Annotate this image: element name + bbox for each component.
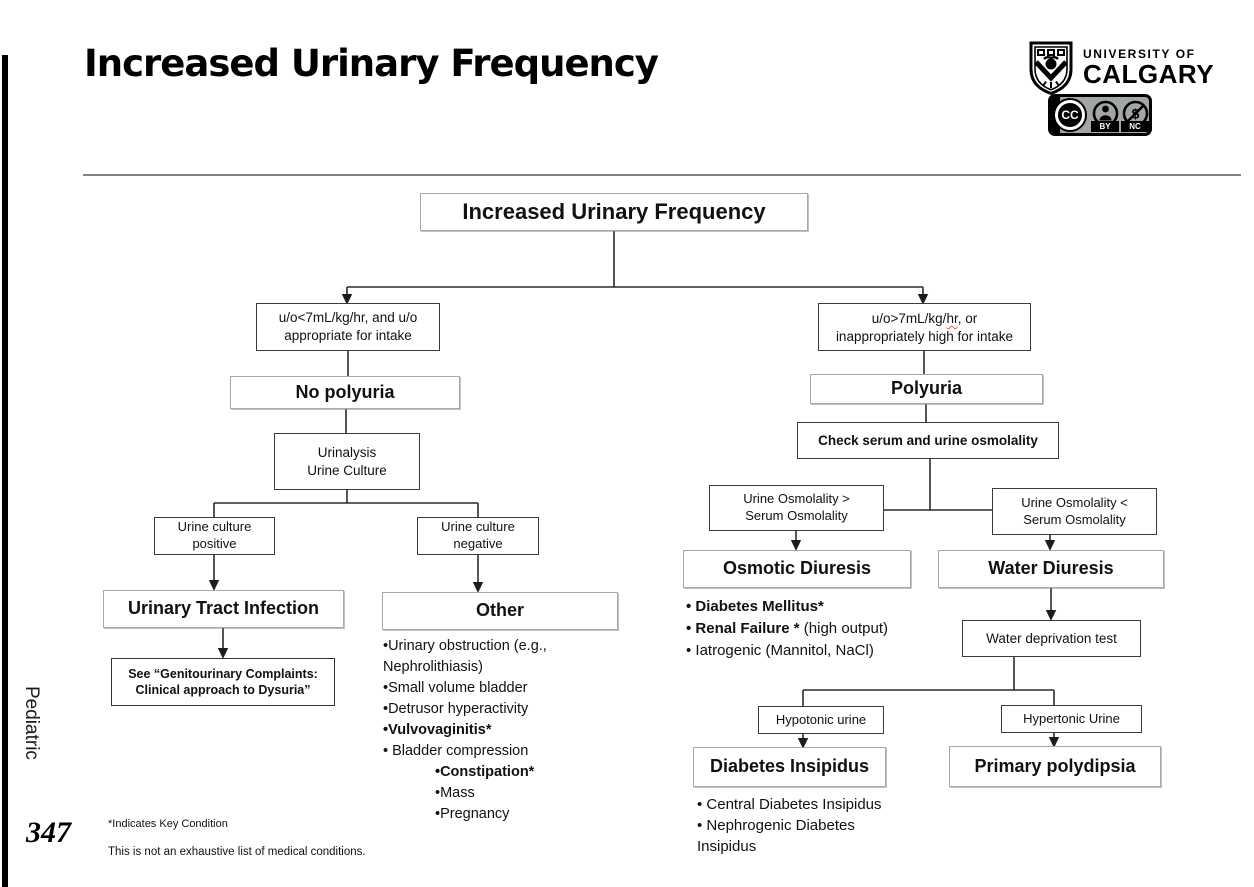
list-item: •Urinary obstruction (e.g., Nephrolithia… [383, 638, 547, 675]
header-divider [83, 174, 1241, 176]
node-hypotonic-urine: Hypotonic urine [758, 706, 884, 734]
diabetes-insipidus-list: • Central Diabetes Insipidus • Nephrogen… [697, 794, 917, 857]
page-number: 347 [26, 816, 71, 849]
criteria-line1: u/o>7mL/kg/hr, or [871, 311, 978, 326]
node-urinary-tract-infection: Urinary Tract Infection [103, 590, 344, 628]
node-water-deprivation-test: Water deprivation test [962, 620, 1141, 657]
spellcheck-underline: hr [946, 311, 958, 326]
node-check-osmolality: Check serum and urine osmolality [797, 422, 1059, 459]
list-item: •Detrusor hyperactivity [383, 701, 529, 717]
list-item: •Pregnancy [435, 806, 510, 822]
page-title: Increased Urinary Frequency [84, 42, 659, 85]
list-item: • Bladder compression [383, 743, 529, 759]
node-high-output-criteria: u/o>7mL/kg/hr, or inappropriately high f… [818, 303, 1031, 351]
node-osmotic-diuresis: Osmotic Diuresis [683, 550, 911, 588]
criteria-line2: inappropriately high for intake [835, 328, 1014, 344]
university-crest-icon [1027, 40, 1075, 101]
list-item: •Mass [435, 785, 475, 801]
node-other: Other [382, 592, 618, 630]
osmotic-diuresis-list: • Diabetes Mellitus* • Renal Failure * (… [686, 596, 966, 662]
list-item: • Central Diabetes Insipidus [697, 796, 882, 813]
list-item: • Renal Failure * (high output) [686, 620, 889, 637]
university-wordmark-name: CALGARY [1083, 59, 1215, 89]
node-see-genitourinary-note: See “Genitourinary Complaints: Clinical … [111, 658, 335, 706]
list-item: •Small volume bladder [383, 680, 528, 696]
university-wordmark: UNIVERSITY OF CALGARY [1083, 48, 1214, 87]
university-wordmark-top: UNIVERSITY OF [1083, 47, 1196, 61]
node-low-output-criteria: u/o<7mL/kg/hr, and u/o appropriate for i… [256, 303, 440, 351]
cc-nc-label: NC [1121, 121, 1149, 132]
section-label: Pediatric [21, 686, 42, 760]
cc-icon: CC [1055, 100, 1085, 130]
list-item: • Nephrogenic Diabetes Insipidus [697, 817, 855, 855]
node-hypertonic-urine: Hypertonic Urine [1001, 705, 1142, 733]
node-urine-culture-negative: Urine culture negative [417, 517, 539, 555]
list-item: •Constipation* [435, 764, 535, 780]
node-no-polyuria: No polyuria [230, 376, 460, 409]
node-urine-osm-less: Urine Osmolality < Serum Osmolality [992, 488, 1157, 535]
page-edge-bar [2, 55, 8, 887]
list-item: • Iatrogenic (Mannitol, NaCl) [686, 642, 874, 659]
node-urine-culture-positive: Urine culture positive [154, 517, 275, 555]
cc-license-badge: CC $ BY NC [1048, 94, 1152, 136]
node-primary-polydipsia: Primary polydipsia [949, 746, 1161, 787]
node-root: Increased Urinary Frequency [420, 193, 808, 231]
node-polyuria: Polyuria [810, 374, 1043, 404]
node-urinalysis: Urinalysis Urine Culture [274, 433, 420, 490]
footnote-key-condition: *Indicates Key Condition [108, 818, 228, 830]
other-differential-list: •Urinary obstruction (e.g., Nephrolithia… [383, 636, 635, 825]
list-item: • Diabetes Mellitus* [686, 598, 824, 615]
cc-by-label: BY [1091, 121, 1119, 132]
footnote-disclaimer: This is not an exhaustive list of medica… [108, 846, 366, 858]
node-diabetes-insipidus: Diabetes Insipidus [693, 747, 886, 787]
node-urine-osm-greater: Urine Osmolality > Serum Osmolality [709, 485, 884, 531]
list-item: •Vulvovaginitis* [383, 722, 492, 738]
node-water-diuresis: Water Diuresis [938, 550, 1164, 588]
